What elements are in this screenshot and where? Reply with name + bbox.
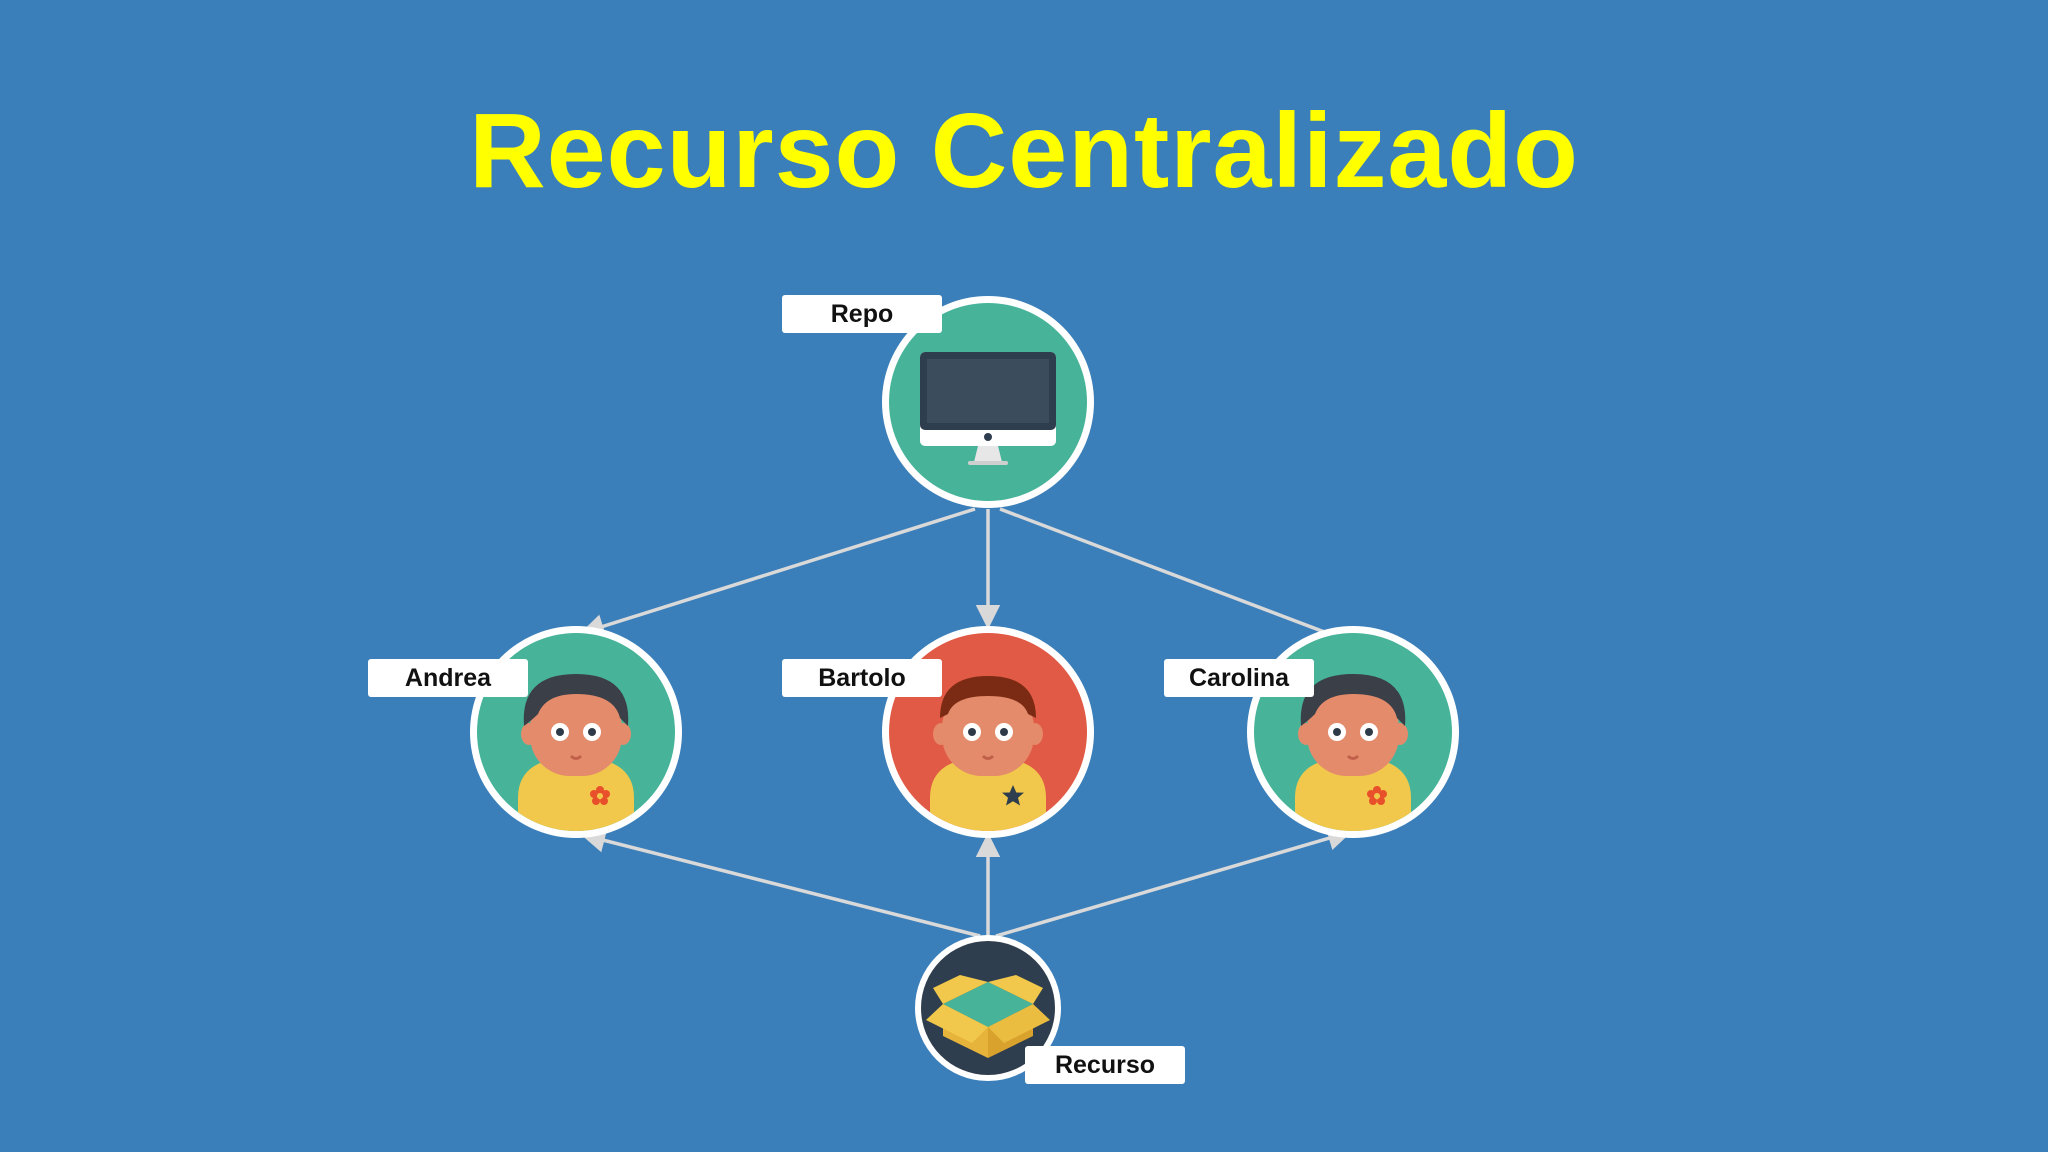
arrow-repo-to-andrea	[579, 507, 976, 639]
node-andrea	[470, 626, 682, 838]
label-andrea: Andrea	[368, 659, 528, 697]
open-box-icon	[926, 975, 1050, 1058]
computer-monitor-icon	[920, 352, 1056, 465]
person-avatar-icon	[1293, 674, 1413, 831]
arrow-repo-to-carolina	[999, 507, 1367, 651]
arrow-recurso-to-andrea	[580, 828, 981, 938]
person-avatar-icon	[516, 674, 636, 831]
node-carolina	[1247, 626, 1459, 838]
node-repo	[882, 296, 1094, 508]
node-recurso	[915, 935, 1061, 1081]
connector-arrows	[579, 507, 1367, 938]
person-avatar-icon	[928, 676, 1048, 831]
node-bartolo	[882, 626, 1094, 838]
label-bartolo: Bartolo	[782, 659, 942, 697]
diagram-title: Recurso Centralizado	[469, 92, 1579, 210]
label-repo: Repo	[782, 295, 942, 333]
arrow-recurso-to-carolina	[995, 826, 1353, 938]
label-carolina: Carolina	[1164, 659, 1314, 697]
label-recurso: Recurso	[1025, 1046, 1185, 1084]
star-icon	[1002, 785, 1024, 806]
